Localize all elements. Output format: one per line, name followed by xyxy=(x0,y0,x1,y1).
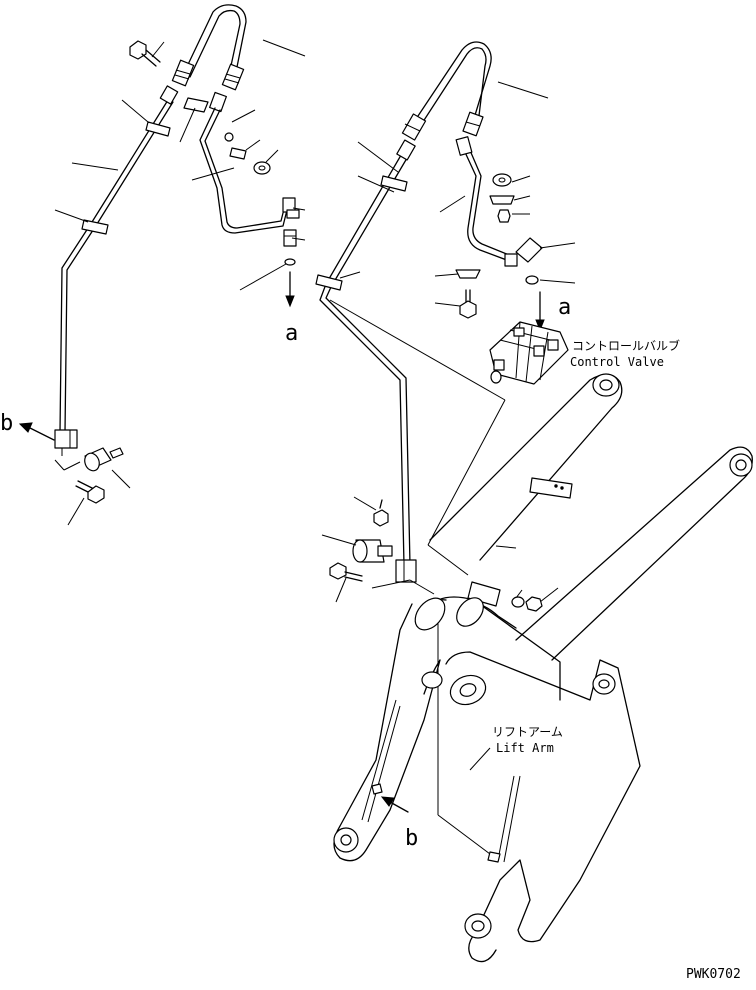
leader-lines-left xyxy=(54,39,306,526)
right-long-pipe xyxy=(315,139,417,583)
left-steel-pipe xyxy=(54,85,179,456)
adapter-fitting-left xyxy=(283,229,297,308)
arrow-to-valve xyxy=(535,291,545,332)
lubricator-right xyxy=(352,539,393,563)
left-small-pipe xyxy=(199,107,300,234)
right-hose-fitting-left xyxy=(401,113,427,141)
upper-bracket xyxy=(183,97,209,113)
bolt-lower-right xyxy=(329,562,363,582)
nipple-fitting-right xyxy=(504,253,518,267)
label-a: a xyxy=(285,321,298,346)
lower-clamp-right xyxy=(455,269,481,279)
right-small-pipe xyxy=(455,136,515,263)
control-valve-label-en: Control Valve xyxy=(570,355,664,369)
label-b-left: b xyxy=(0,411,13,436)
lift-arm xyxy=(333,373,753,963)
lift-arm-label-jp: リフトアーム xyxy=(492,725,563,739)
arm-washer xyxy=(511,596,525,608)
lift-arm-label-en: Lift Arm xyxy=(496,741,554,755)
leader-lines-right xyxy=(321,81,576,603)
hose-fitting-left xyxy=(171,59,195,87)
small-nut xyxy=(224,132,234,142)
label-b-arm: b xyxy=(405,826,418,851)
drawing-code: PWK0702 xyxy=(686,967,741,982)
arm-plate xyxy=(529,477,573,499)
bolt-lower-left xyxy=(75,480,105,504)
bolt-right-valve xyxy=(459,289,477,319)
label-a-valve: a xyxy=(558,295,571,320)
arm-nut xyxy=(525,596,543,612)
control-valve xyxy=(489,321,569,385)
o-ring-right xyxy=(525,275,539,285)
left-hose-assembly xyxy=(18,4,306,526)
right-hose-fitting-right xyxy=(462,111,484,137)
elbow-fitting-top xyxy=(209,91,227,113)
arrow-to-b-arm xyxy=(371,783,409,813)
small-clamp xyxy=(229,147,247,160)
washer-left xyxy=(253,161,271,175)
elbow-fitting-right xyxy=(515,237,543,263)
clamp-right xyxy=(489,195,515,205)
control-valve-label-jp: コントロールバルブ xyxy=(572,338,680,353)
right-hose-assembly xyxy=(315,41,576,861)
bolt-top-left xyxy=(129,40,161,67)
lubricator-left xyxy=(54,447,124,472)
washer-right xyxy=(492,173,512,187)
hose-fitting-right xyxy=(221,63,245,91)
arrow-to-b-left xyxy=(18,422,55,441)
grease-fitting-right xyxy=(373,499,389,527)
nut-right xyxy=(497,209,511,223)
